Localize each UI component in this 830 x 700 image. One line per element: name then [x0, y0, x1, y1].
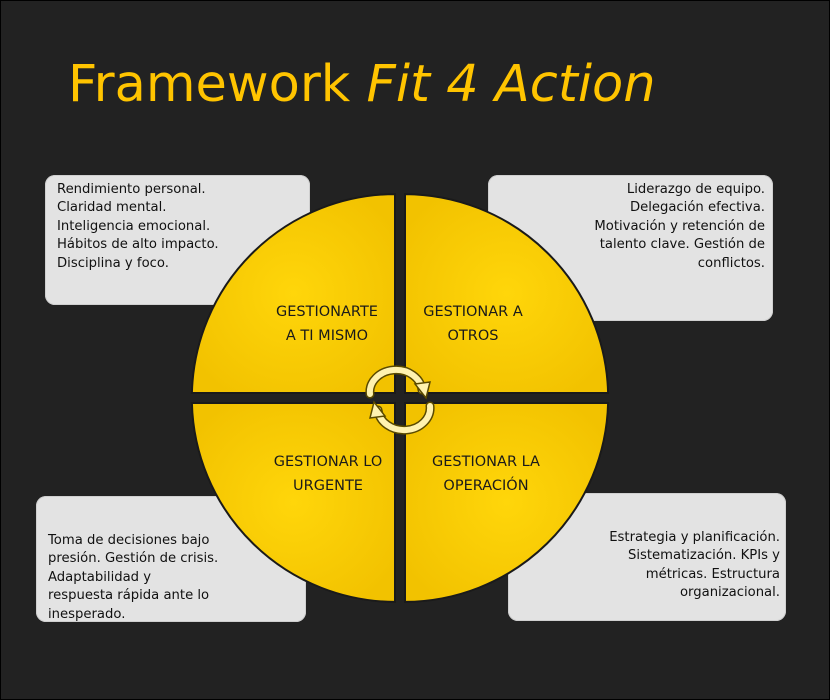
quadrant-bottom-right [404, 402, 610, 603]
card-line: Hábitos de alto impacto. [57, 237, 219, 253]
card-line: talento clave. Gestión de [599, 237, 765, 253]
card-line: Claridad mental. [57, 200, 167, 216]
card-top-left: Rendimiento personal. Claridad mental. I… [45, 175, 310, 305]
quadrant-top-left [190, 193, 396, 394]
quadrant-label-urgent: GESTIONAR LO URGENTE [248, 450, 408, 498]
quadrant-label-line: GESTIONAR LA [432, 454, 540, 470]
quadrant-label-line: A TI MISMO [285, 328, 369, 344]
quadrant-bottom-left [190, 402, 396, 603]
quadrant-label-line: GESTIONAR A [423, 304, 523, 320]
card-bottom-left: Toma de decisiones bajo presión. Gestión… [36, 496, 306, 622]
page-title: Framework Fit 4 Action [68, 50, 788, 120]
cycle-arrows-icon [365, 365, 435, 435]
quadrant-label-operation: GESTIONAR LA OPERACIÓN [396, 450, 576, 498]
card-line: Toma de decisiones bajo [48, 533, 210, 548]
card-line: conflictos. [697, 255, 765, 271]
quadrant-label-line: OTROS [447, 328, 499, 344]
card-line: Delegación efectiva. [629, 200, 765, 216]
card-line: organizacional. [679, 585, 780, 601]
card-line: Inteligencia emocional. [57, 218, 211, 234]
card-line: Disciplina y foco. [57, 255, 169, 271]
card-line: Liderazgo de equipo. [626, 182, 765, 197]
title-italic: Fit 4 Action [366, 55, 656, 114]
card-line: presión. Gestión de crisis. [48, 551, 219, 567]
quadrant-label-self: GESTIONARTE A TI MISMO [252, 300, 402, 348]
quadrant-label-line: GESTIONAR LO [273, 454, 383, 470]
quadrant-label-line: GESTIONARTE [276, 304, 378, 320]
quadrant-label-others: GESTIONAR A OTROS [398, 300, 548, 348]
card-line: Adaptabilidad y [48, 569, 152, 585]
card-line: inesperado. [48, 606, 126, 622]
card-line: respuesta rápida ante lo [48, 588, 210, 604]
card-line: Rendimiento personal. [57, 182, 206, 197]
card-line: Motivación y retención de [594, 218, 765, 234]
quadrant-wheel [190, 193, 610, 603]
quadrant-label-line: OPERACIÓN [443, 478, 529, 494]
card-line: métricas. Estructura [645, 566, 780, 582]
card-bottom-right: Estrategia y planificación. Sistematizac… [508, 493, 786, 621]
quadrant-top-right [404, 193, 610, 394]
card-line: Estrategia y planificación. [609, 530, 780, 545]
card-line: Sistematización. KPIs y [627, 548, 780, 564]
quadrant-label-line: URGENTE [293, 478, 363, 494]
title-main: Framework [68, 55, 351, 114]
